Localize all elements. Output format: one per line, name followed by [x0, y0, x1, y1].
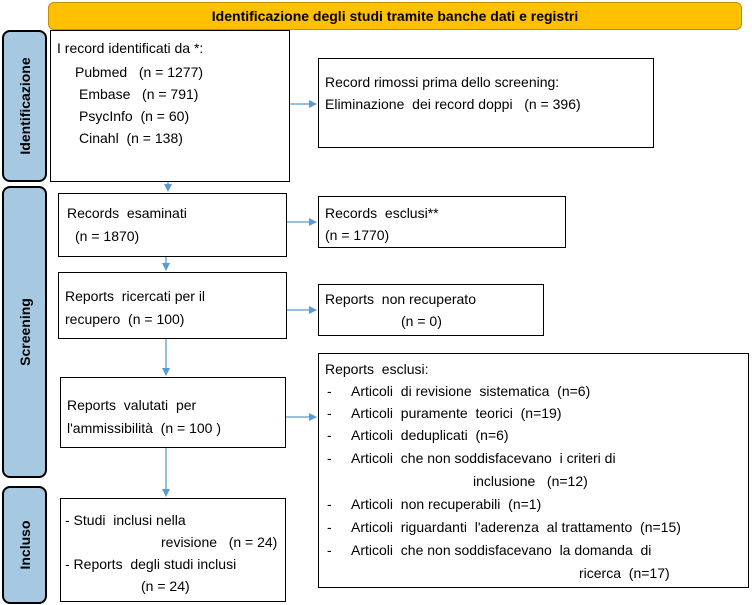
exclusion-reason-inclusion-criteria-cont: inclusione (n=12): [473, 473, 588, 489]
exclusion-bullet: -: [327, 383, 332, 399]
exclusion-bullet: -: [327, 496, 332, 512]
reports-assessed-box: Reports valutati per l'ammissibilità (n …: [60, 377, 286, 448]
records-identified-box: I record identificati da *: Pubmed (n = …: [50, 30, 290, 182]
phase-incluso: Incluso: [2, 486, 47, 604]
header-title: Identificazione degli studi tramite banc…: [211, 8, 579, 24]
reports-not-retrieved-line2: (n = 0): [401, 313, 442, 329]
exclusion-bullet: -: [327, 519, 332, 535]
source-pubmed: Pubmed (n = 1277): [75, 64, 204, 80]
exclusion-reason-adherence: Articoli riguardanti l'aderenza al tratt…: [351, 519, 681, 535]
included-reports-line2: (n = 24): [141, 578, 190, 594]
exclusion-bullet: -: [327, 542, 332, 558]
exclusion-reason-research-question-cont: ricerca (n=17): [579, 565, 670, 581]
exclusion-bullet: -: [327, 450, 332, 466]
reports-excluded-title: Reports esclusi:: [325, 361, 429, 377]
exclusion-reason-inclusion-criteria: Articoli che non soddisfacevano i criter…: [351, 450, 616, 466]
header-banner: Identificazione degli studi tramite banc…: [48, 2, 742, 30]
records-removed-line2: Eliminazione dei record doppi (n = 396): [325, 96, 581, 112]
reports-not-retrieved-line1: Reports non recuperato: [325, 291, 476, 307]
phase-screening: Screening: [2, 186, 47, 478]
source-psycinfo: PsycInfo (n = 60): [79, 108, 190, 124]
studies-included-box: - Studi inclusi nella revisione (n = 24)…: [60, 498, 286, 602]
records-screened-line1: Records esaminati: [67, 205, 187, 221]
included-reports-line1: - Reports degli studi inclusi: [65, 556, 237, 572]
reports-excluded-box: Reports esclusi: - Articoli di revisione…: [318, 353, 749, 588]
records-screened-line2: (n = 1870): [75, 228, 140, 244]
exclusion-reason-theoretical: Articoli puramente teorici (n=19): [351, 405, 562, 421]
reports-not-retrieved-box: Reports non recuperato (n = 0): [318, 284, 544, 336]
exclusion-reason-not-retrievable: Articoli non recuperabili (n=1): [351, 496, 542, 512]
phase-identificazione: Identificazione: [2, 30, 47, 182]
included-studies-line1: - Studi inclusi nella: [65, 512, 186, 528]
reports-sought-line1: Reports ricercati per il: [65, 288, 206, 304]
records-excluded-line1: Records esclusi**: [325, 205, 439, 221]
exclusion-reason-deduplicated: Articoli deduplicati (n=6): [351, 427, 509, 443]
exclusion-reason-systematic-review: Articoli di revisione sistematica (n=6): [351, 383, 591, 399]
exclusion-bullet: -: [327, 405, 332, 421]
records-screened-box: Records esaminati (n = 1870): [58, 193, 287, 257]
exclusion-bullet: -: [327, 427, 332, 443]
reports-sought-line2: recupero (n = 100): [65, 311, 185, 327]
reports-assessed-line2: l'ammissibilità (n = 100 ): [67, 420, 221, 436]
reports-assessed-line1: Reports valutati per: [67, 397, 197, 413]
records-excluded-line2: (n = 1770): [325, 227, 390, 243]
exclusion-reason-research-question: Articoli che non soddisfacevano la doman…: [351, 542, 652, 558]
source-cinahl: Cinahl (n = 138): [79, 130, 183, 146]
included-studies-line2: revisione (n = 24): [161, 534, 278, 550]
records-removed-line1: Record rimossi prima dello screening:: [325, 74, 560, 90]
records-excluded-box: Records esclusi** (n = 1770): [318, 196, 566, 248]
records-removed-box: Record rimossi prima dello screening: El…: [318, 58, 654, 148]
reports-sought-box: Reports ricercati per il recupero (n = 1…: [58, 272, 287, 339]
records-identified-title: I record identificati da *:: [57, 40, 204, 56]
source-embase: Embase (n = 791): [79, 86, 199, 102]
